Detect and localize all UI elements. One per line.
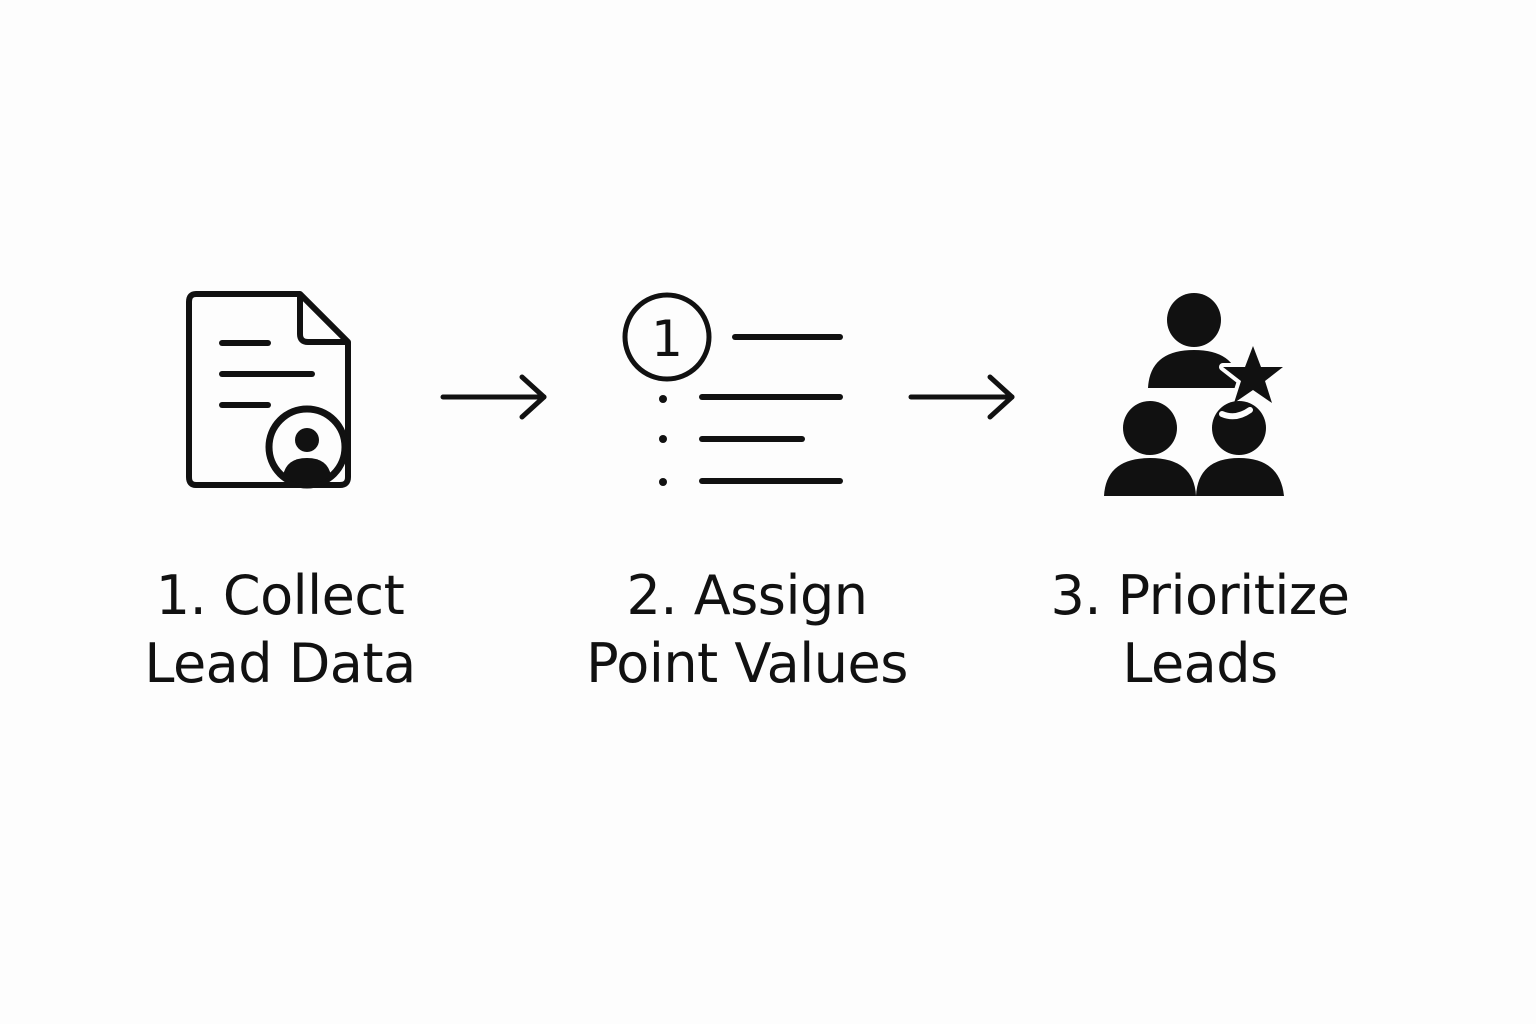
step-1-label: 1. Collect Lead Data: [60, 562, 500, 698]
arrow-right-icon: [908, 374, 1015, 420]
step-3-label-line1: 3. Prioritize: [1050, 564, 1351, 627]
group-star-icon: [1104, 293, 1287, 496]
step-1-label-line1: 1. Collect: [155, 564, 405, 627]
list-badge-number: 1: [651, 310, 683, 368]
step-2-label-line2: Point Values: [586, 632, 908, 695]
step-1-label-line2: Lead Data: [144, 632, 416, 695]
step-3-label: 3. Prioritize Leads: [980, 562, 1420, 698]
arrow-right-icon: [440, 374, 547, 420]
numbered-list-icon: 1: [622, 292, 843, 486]
step-3-label-line2: Leads: [1122, 632, 1278, 695]
step-2-label: 2. Assign Point Values: [527, 562, 967, 698]
document-person-icon: [186, 291, 351, 489]
step-2-label-line1: 2. Assign: [626, 564, 868, 627]
